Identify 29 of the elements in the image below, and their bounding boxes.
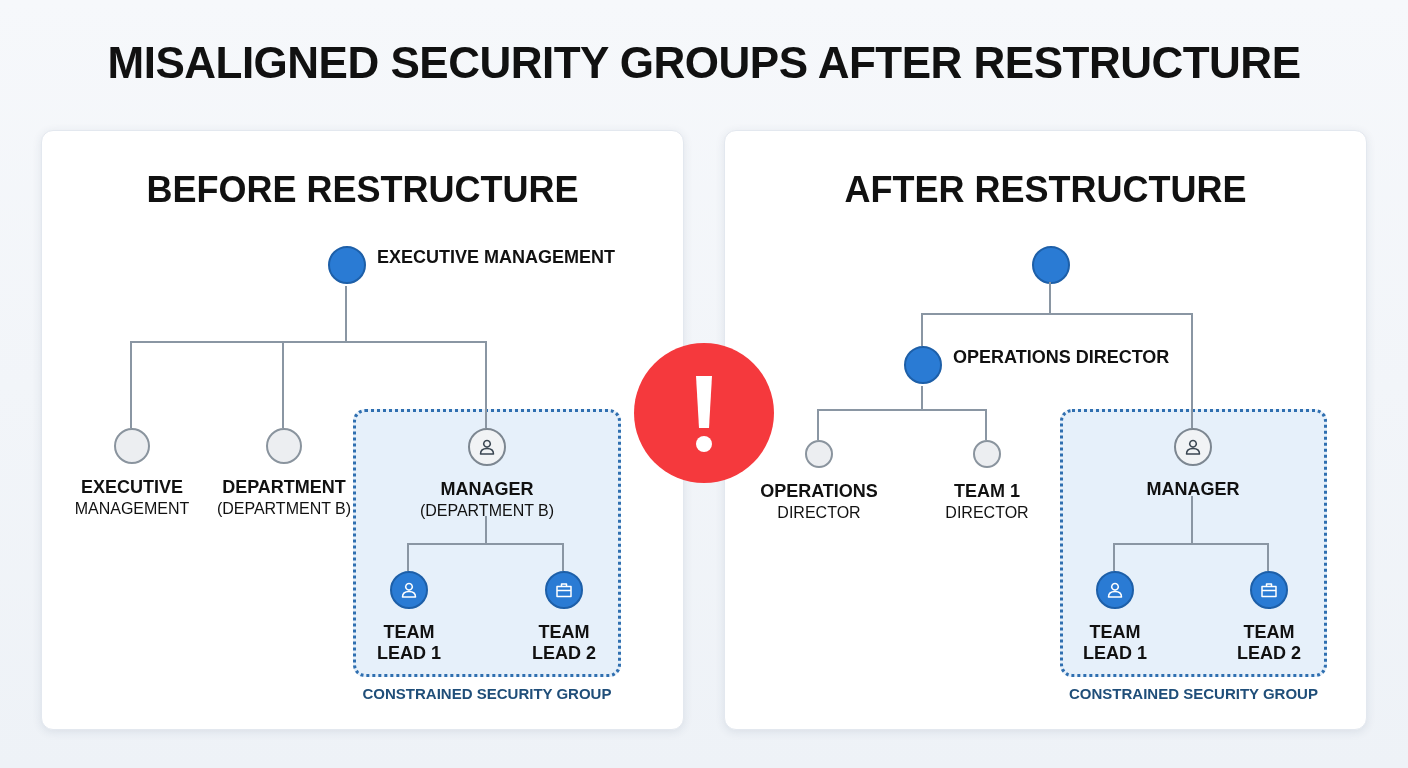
node-sublabel: DIRECTOR (944, 503, 1030, 523)
connector-line (1049, 281, 1193, 429)
node-label: OPERATIONS DIRECTOR (953, 347, 1170, 368)
node-label: EXECUTIVE MANAGEMENT (377, 247, 616, 268)
node-label: TEAM LEAD 1 (1082, 622, 1148, 664)
node-sublabel: (DEPARTMENT B) (215, 499, 353, 519)
connector-line (485, 515, 564, 572)
panel-heading: BEFORE RESTRUCTURE (145, 169, 580, 211)
panel-heading: AFTER RESTRUCTURE (843, 169, 1248, 211)
node-label: TEAM LEAD 2 (1236, 622, 1302, 664)
diagram-title: MISALIGNED SECURITY GROUPS AFTER RESTRUCTURE (106, 38, 1302, 88)
node-sublabel: (DEPARTMENT B) (418, 501, 556, 521)
connector-line (345, 285, 487, 429)
node-label: TEAM LEAD 1 (376, 622, 442, 664)
node-label: OPERATIONS (759, 481, 879, 502)
group-caption: CONSTRAINED SECURITY GROUP (1068, 685, 1319, 702)
panel-card (724, 130, 1367, 730)
group-caption: CONSTRAINED SECURITY GROUP (361, 685, 613, 702)
node-label: MANAGER (439, 479, 535, 500)
node-sublabel: DIRECTOR (776, 503, 862, 523)
node-label: MANAGER (1145, 479, 1241, 500)
node-label: EXECUTIVE (80, 477, 184, 498)
node-label: TEAM LEAD 2 (531, 622, 597, 664)
node-label: DEPARTMENT (221, 477, 347, 498)
node-sublabel: MANAGEMENT (73, 499, 191, 519)
connector-line (1191, 495, 1269, 572)
connector-line (921, 385, 987, 441)
panel-card (41, 130, 684, 730)
node-label: TEAM 1 (953, 481, 1021, 502)
